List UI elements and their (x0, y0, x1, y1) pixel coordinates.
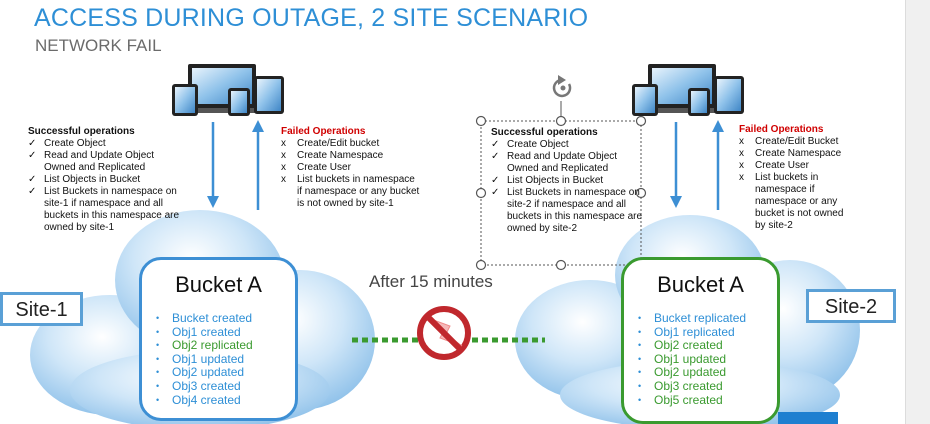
site1-label: Site-1 (0, 292, 83, 326)
bucket-title: Bucket A (175, 272, 262, 297)
bullet-icon: • (156, 367, 160, 378)
bullet-icon: • (156, 353, 160, 364)
link-label: After 15 minutes (369, 272, 493, 291)
list-item: ✓List Objects in Bucket (28, 174, 141, 185)
bucket-event: •Obj2 updated (638, 365, 727, 380)
bullet-icon: • (156, 394, 160, 405)
list-item: ✓Create Object (491, 139, 569, 150)
bucket-event: •Obj1 created (156, 324, 241, 339)
bucket-event: •Obj1 updated (638, 351, 727, 366)
bucket-event: •Obj4 created (156, 392, 241, 407)
bucket-event: •Obj1 updated (156, 351, 245, 366)
site1-failed-heading: Failed Operations (281, 126, 366, 137)
blue-block (778, 412, 838, 424)
bullet-icon: • (156, 340, 160, 351)
bucket-title: Bucket A (657, 272, 744, 297)
rotate-handle-icon[interactable] (552, 75, 572, 98)
site1-bucket-events: •Bucket created•Obj1 created•Obj2 replic… (142, 311, 295, 407)
page-subtitle: NETWORK FAIL (35, 36, 162, 55)
site2-label: Site-2 (806, 289, 896, 323)
bucket-event: •Obj2 created (638, 338, 723, 353)
site2-success-ops: Successful operations ✓Create Object ✓Re… (491, 127, 643, 235)
page-title: ACCESS DURING OUTAGE, 2 SITE SCENARIO (34, 4, 589, 32)
bullet-icon: • (156, 326, 160, 337)
bullet-icon: • (638, 380, 642, 391)
site1-bucket: Bucket A •Bucket created•Obj1 created•Ob… (139, 257, 298, 421)
bucket-event: •Bucket replicated (638, 311, 747, 325)
site2-failed-heading: Failed Operations (739, 124, 824, 135)
site1-success-heading: Successful operations (28, 126, 135, 137)
site1-arrows (207, 120, 264, 210)
site1-devices-icon (172, 64, 284, 116)
bullet-icon: • (638, 313, 642, 323)
site2-success-heading: Successful operations (491, 127, 598, 138)
bucket-event: •Obj2 updated (156, 365, 245, 380)
bucket-event: •Bucket created (156, 311, 253, 325)
bucket-event: •Obj1 replicated (638, 324, 735, 339)
vertical-scrollbar[interactable] (905, 0, 930, 424)
site2-bucket-events: •Bucket replicated•Obj1 replicated•Obj2 … (624, 311, 777, 407)
broken-link-icon (417, 306, 471, 360)
list-item: ✓List Objects in Bucket (491, 175, 604, 186)
bucket-event: •Obj3 created (638, 378, 723, 393)
list-item: ✓Read and Update Object Owned and Replic… (491, 151, 618, 174)
site2-bucket: Bucket A •Bucket replicated•Obj1 replica… (621, 257, 780, 424)
bullet-icon: • (156, 313, 160, 323)
site2-arrows (670, 120, 724, 210)
bullet-icon: • (638, 340, 642, 351)
bullet-icon: • (638, 367, 642, 378)
bucket-event: •Obj5 created (638, 392, 723, 407)
list-item: ✓List Buckets in namespace on site-2 if … (491, 187, 643, 234)
site2-devices-icon (632, 64, 744, 116)
bucket-event: •Obj3 created (156, 378, 241, 393)
bullet-icon: • (638, 353, 642, 364)
bullet-icon: • (156, 380, 160, 391)
list-item: ✓Create Object (28, 138, 106, 149)
bullet-icon: • (638, 326, 642, 337)
list-item: ✓Read and Update Object Owned and Replic… (28, 150, 155, 173)
list-item: ✓List Buckets in namespace on site-1 if … (28, 186, 180, 233)
site1-success-ops: Successful operations ✓Create Object ✓Re… (28, 126, 180, 234)
bucket-event: •Obj2 replicated (156, 338, 253, 353)
bullet-icon: • (638, 394, 642, 405)
